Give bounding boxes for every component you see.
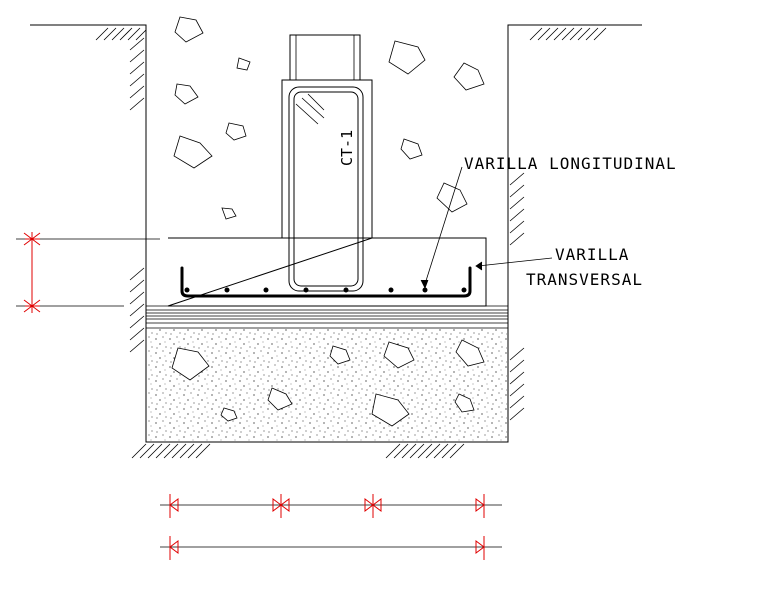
rebar-dot (422, 287, 428, 293)
label-leaders (420, 166, 553, 289)
vertical-dimension (16, 232, 160, 313)
rebar-dot (303, 287, 309, 293)
backfill-stones (173, 16, 485, 220)
horizontal-dimensions (160, 494, 502, 560)
column-tag: CT-1 (338, 130, 356, 166)
label-transversal-rebar-line1: VARILLA (555, 245, 629, 264)
rebar-dot (343, 287, 349, 293)
rebar-dot (263, 287, 269, 293)
lean-concrete-layers (146, 305, 508, 329)
compacted-base (147, 329, 507, 441)
rebar-dot (461, 287, 467, 293)
column-pedestal (281, 34, 373, 292)
rebar-dot (224, 287, 230, 293)
rebar-dot (184, 287, 190, 293)
ground-hatch (95, 27, 607, 459)
rebar-dot (388, 287, 394, 293)
label-transversal-rebar-line2: TRANSVERSAL (526, 270, 643, 289)
label-longitudinal-rebar: VARILLA LONGITUDINAL (464, 154, 677, 173)
excavation-outline (30, 24, 642, 443)
reinforcement (180, 266, 472, 298)
